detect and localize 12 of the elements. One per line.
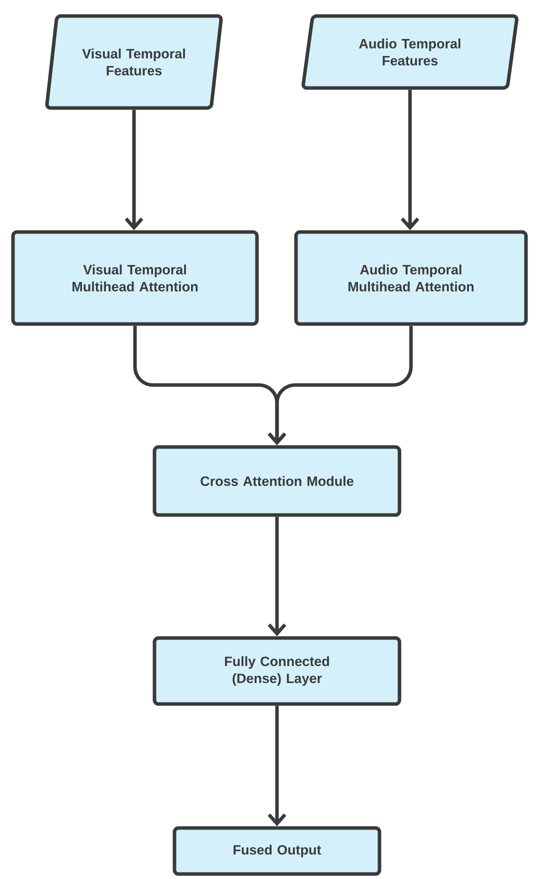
process-box: Fused Output <box>172 826 382 876</box>
arrow <box>400 90 420 230</box>
input-parallelogram: Visual Temporal Features <box>45 14 223 110</box>
process-box: Fully Connected (Dense) Layer <box>152 636 402 706</box>
arrow <box>268 516 286 636</box>
input-parallelogram: Audio Temporal Features <box>302 14 518 90</box>
arrow <box>124 110 144 230</box>
process-box: Cross Attention Module <box>152 445 402 517</box>
arrow <box>268 706 286 826</box>
process-box: Audio Temporal Multihead Attention <box>294 230 528 326</box>
process-box: Visual Temporal Multihead Attention <box>11 230 259 326</box>
arrow <box>268 326 413 446</box>
